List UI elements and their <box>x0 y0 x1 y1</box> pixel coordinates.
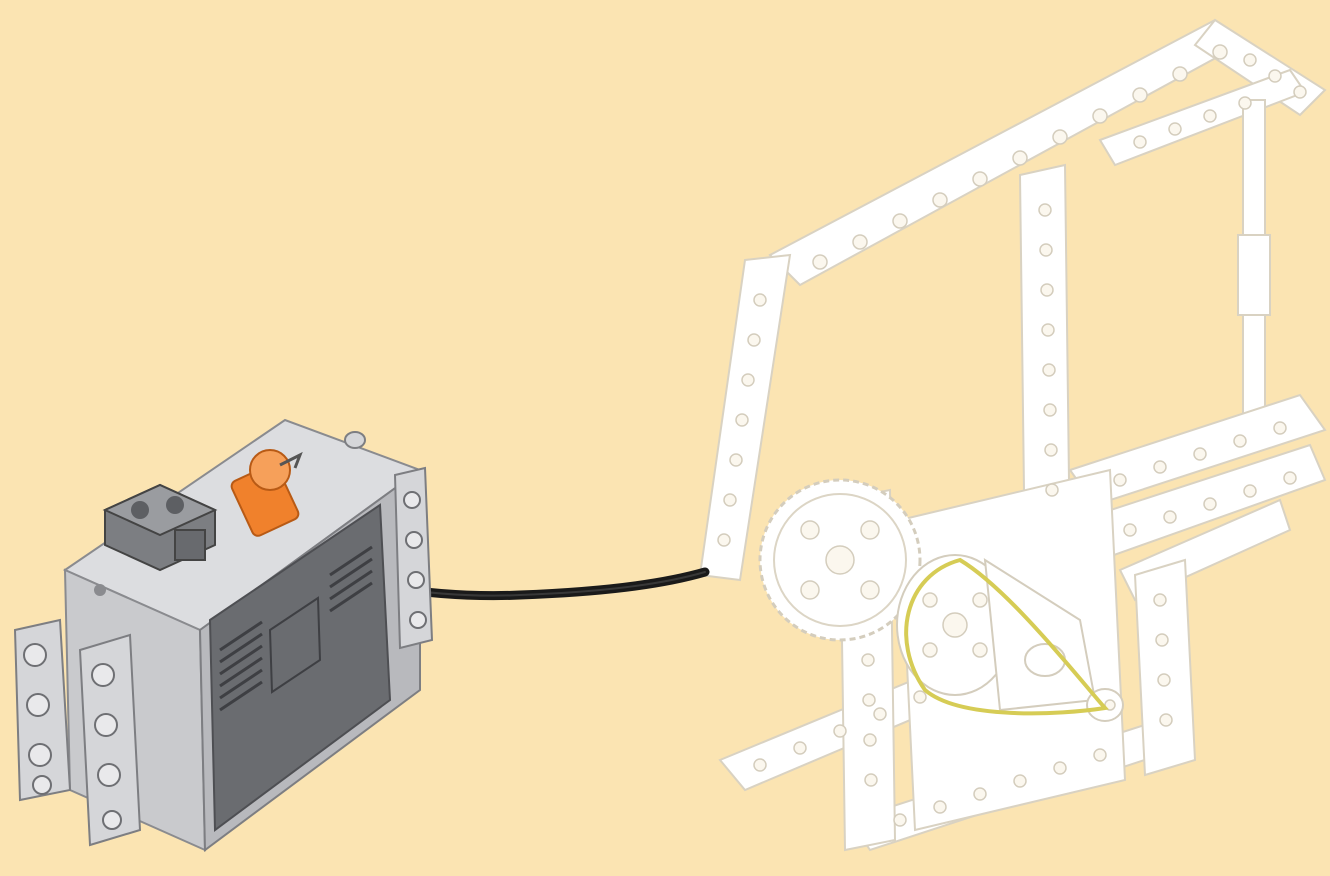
right-front-beam <box>1135 560 1195 775</box>
gear <box>760 480 920 640</box>
frame-mechanism <box>700 20 1325 850</box>
pin-hole <box>94 584 106 596</box>
axle-connector <box>1238 235 1270 315</box>
battery-box <box>15 420 432 850</box>
top-beam <box>770 20 1245 285</box>
